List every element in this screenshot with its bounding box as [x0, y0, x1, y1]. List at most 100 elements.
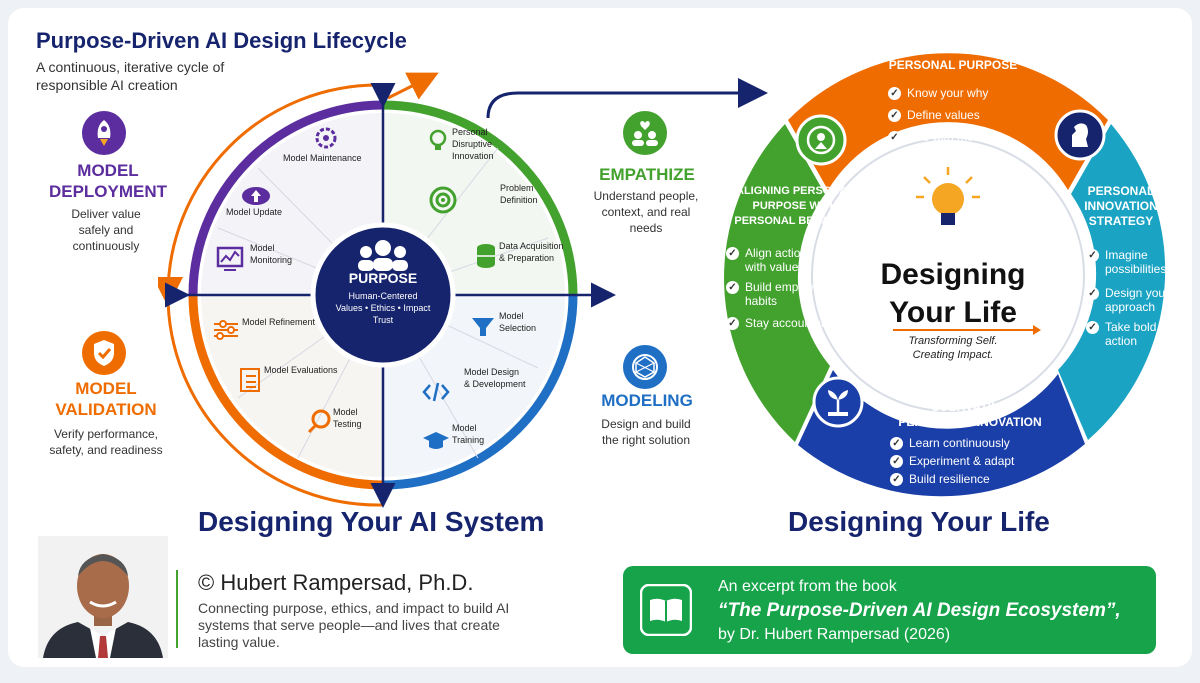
step-model-training: Model Training [452, 423, 485, 445]
step-model-monitoring: Model Monitoring [250, 243, 293, 265]
check-icon: ✓ [726, 317, 739, 331]
funnel-icon [472, 318, 494, 336]
checklist-icon [240, 368, 260, 392]
step-model-update: Model Update [226, 207, 283, 217]
rocket-icon [82, 111, 126, 155]
step-model-maintenance: Model Maintenance [283, 153, 362, 163]
check-icon: ✓ [1086, 249, 1099, 263]
cultivating-item-3: ✓Build resilience [890, 472, 990, 487]
step-model-testing: Model Testing [333, 407, 362, 429]
cultivating-item-1: ✓Learn continuously [890, 436, 1010, 451]
deployment-title: MODEL DEPLOYMENT [48, 161, 168, 201]
aligning-item-3: ✓Stay accountable [726, 316, 837, 331]
network-icon [623, 345, 667, 389]
segment-cultivating [798, 370, 1085, 497]
author-copyright: © Hubert Rampersad, Ph.D. [198, 570, 474, 595]
arc-orange [188, 294, 384, 490]
validation-desc: Verify performance, safety, and readines… [49, 427, 163, 457]
purpose-title: PURPOSE [348, 270, 418, 286]
check-icon: ✓ [890, 473, 903, 487]
empathize-title: EMPATHIZE [599, 165, 695, 184]
cultivating-item-2: ✓Experiment & adapt [890, 454, 1014, 469]
target-icon [429, 186, 457, 214]
strategy-segment-title: PERSONAL INNOVATION STRATEGY [1084, 184, 1158, 228]
check-icon: ✓ [890, 437, 903, 451]
step-model-evaluations: Model Evaluations [264, 365, 338, 375]
life-center [811, 138, 1085, 412]
graduation-cap-icon [423, 432, 449, 449]
book-author: by Dr. Hubert Rampersad (2026) [718, 626, 951, 643]
connector-arrow [486, 91, 638, 119]
book-excerpt-box [623, 566, 1156, 654]
check-icon: ✓ [890, 455, 903, 469]
purpose-hub-text: PURPOSE Human-Centered Values • Ethics •… [313, 270, 453, 326]
strategy-item-2: ✓Design your approach [1086, 286, 1169, 314]
step-model-refinement: Model Refinement [242, 317, 316, 327]
purpose-item-3: ✓Live with meaning [888, 130, 1003, 145]
chess-knight-icon [1054, 109, 1106, 161]
lightbulb-glow-icon [916, 167, 980, 225]
book-line-1: An excerpt from the book [718, 578, 897, 595]
author-divider [176, 570, 178, 648]
check-icon: ✓ [1086, 287, 1099, 301]
heading-ai-system: Designing Your AI System [198, 506, 545, 537]
sliders-icon [214, 320, 238, 340]
check-icon: ✓ [888, 87, 901, 101]
validation-title: MODEL VALIDATION [55, 379, 157, 419]
deployment-desc: Deliver value safely and continuously [71, 207, 141, 253]
modeling-title: MODELING [601, 391, 693, 410]
check-icon: ✓ [1086, 321, 1099, 335]
author-portrait [38, 536, 168, 658]
magnifier-icon [307, 409, 331, 434]
sprout-icon [812, 376, 864, 428]
step-model-selection: Model Selection [499, 311, 537, 333]
target-person-icon [795, 114, 847, 166]
life-ring-diagram [724, 53, 1166, 497]
check-icon: ✓ [726, 281, 739, 295]
cultivating-segment-title: CULTIVATING PERSONAL INNOVATION [898, 400, 1042, 429]
life-center-title: Designing Your Life [880, 258, 1026, 329]
aligning-item-1: ✓Align actions with values [726, 246, 813, 274]
code-icon [422, 382, 450, 402]
outer-arc-orange-top [158, 83, 379, 307]
check-icon: ✓ [888, 131, 901, 145]
heading-life: Designing Your Life [788, 506, 1050, 537]
arc-purple [188, 100, 384, 296]
database-icon [477, 244, 495, 268]
people-icon [358, 240, 408, 271]
purpose-segment-title: PERSONAL PURPOSE [888, 58, 1018, 72]
purpose-item-1: ✓Know your why [888, 86, 988, 101]
strategy-item-3: ✓Take bold action [1086, 320, 1156, 348]
purpose-item-2: ✓Define values [888, 108, 980, 123]
gear-icon [315, 127, 337, 149]
book-icon [640, 584, 692, 636]
page-title: Purpose-Driven AI Design Lifecycle [36, 28, 407, 53]
author-tagline: Connecting purpose, ethics, and impact t… [198, 600, 510, 650]
check-icon: ✓ [888, 109, 901, 123]
purpose-hub [310, 222, 456, 368]
book-title: “The Purpose-Driven AI Design Ecosystem”… [718, 600, 1121, 621]
purpose-line-2: Values • Ethics • Impact [335, 303, 431, 313]
cloud-upload-icon [242, 187, 270, 205]
ai-lifecycle-diagram [158, 72, 638, 508]
segment-innovation-strategy [1058, 124, 1166, 440]
aligning-item-2: ✓Build empowering habits [726, 280, 840, 308]
connector-arrow-tail [638, 78, 768, 108]
empathize-desc: Understand people, context, and real nee… [593, 189, 699, 235]
step-model-design: Model Design & Development [464, 367, 526, 389]
segment-personal-purpose [788, 53, 1108, 190]
strategy-item-1: ✓Imagine possibilities [1086, 248, 1166, 276]
monitor-chart-icon [216, 246, 244, 271]
page-subtitle: A continuous, iterative cycle of respons… [36, 59, 225, 93]
modeling-desc: Design and build the right solution [601, 417, 691, 447]
segment-aligning [724, 124, 830, 442]
step-problem-definition: Problem Definition [500, 183, 538, 205]
infographic-canvas: Purpose-Driven AI Design Lifecycle A con… [8, 8, 1192, 667]
purpose-line-1: Human-Centered [348, 291, 418, 301]
arc-blue [382, 294, 578, 490]
check-icon: ✓ [726, 247, 739, 261]
heart-people-icon [623, 111, 667, 155]
life-center-subtitle: Transforming Self. Creating Impact. [908, 335, 998, 361]
step-data-acquisition: Data Acquisition & Preparation [499, 241, 564, 263]
aligning-segment-title: ALIGNING PERSONAL PURPOSE WITH PERSONAL … [734, 185, 856, 227]
